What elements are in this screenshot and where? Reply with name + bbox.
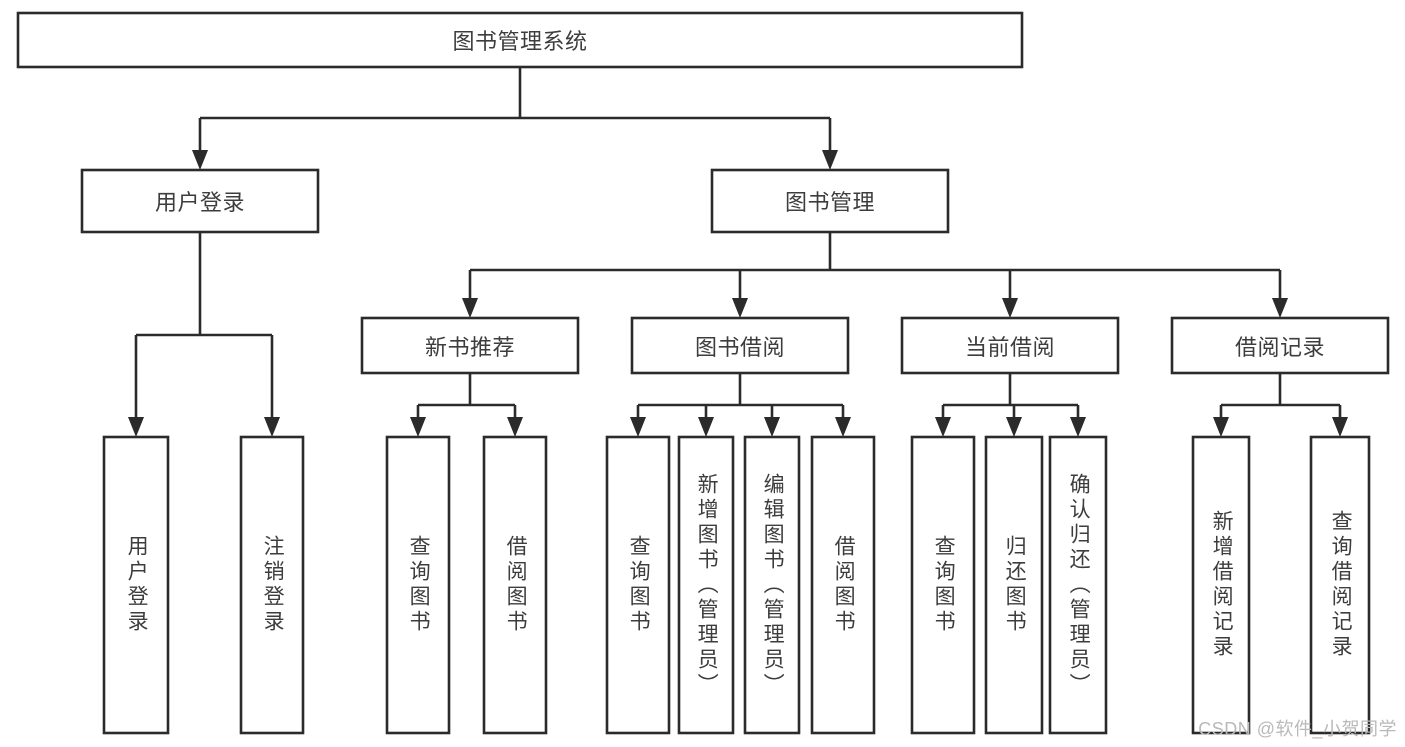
node-box-leaf-edit-book[interactable] — [743, 435, 801, 735]
node-box-current-borrow[interactable] — [900, 316, 1120, 375]
node-box-leaf-confirm-return[interactable] — [1048, 435, 1108, 735]
node-box-leaf-borrow-book-1[interactable] — [482, 435, 548, 735]
arrow-head-icon — [1070, 417, 1086, 437]
node-boxes-layer — [16, 11, 1390, 735]
arrow-head-icon — [835, 417, 851, 437]
node-box-book-manage[interactable] — [710, 168, 950, 234]
arrow-head-icon — [128, 417, 144, 437]
arrow-head-icon — [822, 150, 838, 170]
node-box-user-login[interactable] — [80, 168, 320, 234]
arrow-head-icon — [1002, 298, 1018, 318]
arrow-head-icon — [1213, 417, 1229, 437]
node-box-leaf-query-book-1[interactable] — [385, 435, 451, 735]
arrow-head-icon — [507, 417, 523, 437]
arrow-head-icon — [698, 417, 714, 437]
node-box-root[interactable] — [16, 11, 1024, 69]
arrow-head-icon — [630, 417, 646, 437]
arrow-head-icon — [732, 298, 748, 318]
node-box-new-book-rec[interactable] — [360, 316, 580, 375]
node-box-book-borrow[interactable] — [630, 316, 850, 375]
arrow-head-icon — [935, 417, 951, 437]
node-box-borrow-record[interactable] — [1170, 316, 1390, 375]
connectors-layer — [128, 67, 1348, 437]
node-box-leaf-return-book[interactable] — [984, 435, 1044, 735]
node-box-leaf-user-logout[interactable] — [239, 435, 305, 735]
node-box-leaf-user-login[interactable] — [102, 435, 170, 735]
node-box-leaf-borrow-book-2[interactable] — [810, 435, 876, 735]
arrow-head-icon — [764, 417, 780, 437]
arrow-head-icon — [462, 298, 478, 318]
node-box-leaf-add-record[interactable] — [1191, 435, 1251, 735]
arrow-head-icon — [1332, 417, 1348, 437]
arrow-head-icon — [1272, 298, 1288, 318]
arrow-head-icon — [1006, 417, 1022, 437]
node-box-leaf-query-book-3[interactable] — [910, 435, 976, 735]
node-box-leaf-query-record[interactable] — [1309, 435, 1371, 735]
watermark-text: CSDN @软件_小贺同学 — [1198, 719, 1397, 739]
arrow-head-icon — [264, 417, 280, 437]
node-box-leaf-add-book[interactable] — [677, 435, 735, 735]
arrow-head-icon — [192, 150, 208, 170]
node-box-leaf-query-book-2[interactable] — [605, 435, 671, 735]
arrow-head-icon — [410, 417, 426, 437]
